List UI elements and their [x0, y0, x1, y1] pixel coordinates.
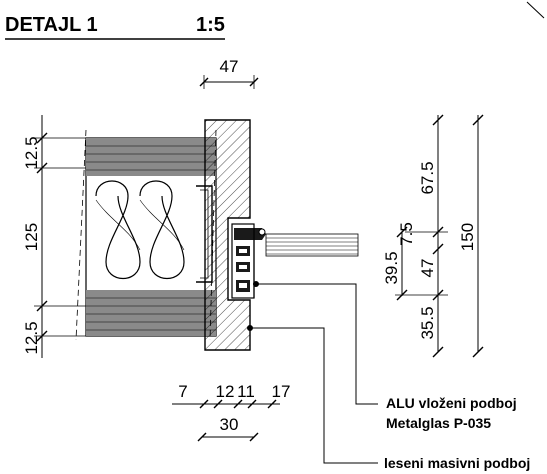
dim-left-bottom: 12.5 — [22, 321, 41, 354]
wood-jamb — [204, 119, 251, 351]
dim-top-label: 47 — [220, 57, 239, 76]
dim-right-inner — [395, 114, 448, 358]
wall-section — [75, 129, 217, 341]
dim-right-d: 47 — [418, 259, 437, 278]
alu-profile — [231, 223, 266, 299]
dim-bottom-3: 11 — [237, 382, 255, 401]
dim-left-middle: 125 — [22, 223, 41, 251]
dim-top — [199, 75, 259, 89]
dim-right-e: 35.5 — [418, 306, 437, 339]
dim-bottom-total: 30 — [220, 415, 239, 434]
detail-scale: 1:5 — [196, 14, 225, 36]
dim-right-total: 150 — [458, 223, 477, 251]
dim-right-outer — [472, 114, 484, 358]
detail-title: DETAJL 1 — [5, 14, 98, 36]
leader-wood — [247, 325, 378, 464]
dim-left-top: 12.5 — [22, 136, 41, 169]
dim-right-b: 7.5 — [397, 222, 416, 246]
dim-bottom-4: 17 — [272, 382, 291, 401]
dim-right-a: 67.5 — [418, 161, 437, 194]
note-alu-line2: Metalglas P-035 — [386, 415, 491, 431]
glass-panel — [265, 233, 359, 257]
leader-alu — [253, 281, 378, 405]
note-wood: leseni masivni podboj — [384, 455, 530, 471]
dim-left — [34, 115, 86, 358]
dim-bottom-1: 7 — [178, 382, 187, 401]
dim-bottom-2: 12 — [216, 382, 235, 401]
note-alu-line1: ALU vloženi podboj — [386, 395, 517, 411]
dim-bottom — [172, 399, 280, 442]
corner-mark — [526, 1, 545, 19]
dim-right-c: 39.5 — [382, 251, 401, 284]
